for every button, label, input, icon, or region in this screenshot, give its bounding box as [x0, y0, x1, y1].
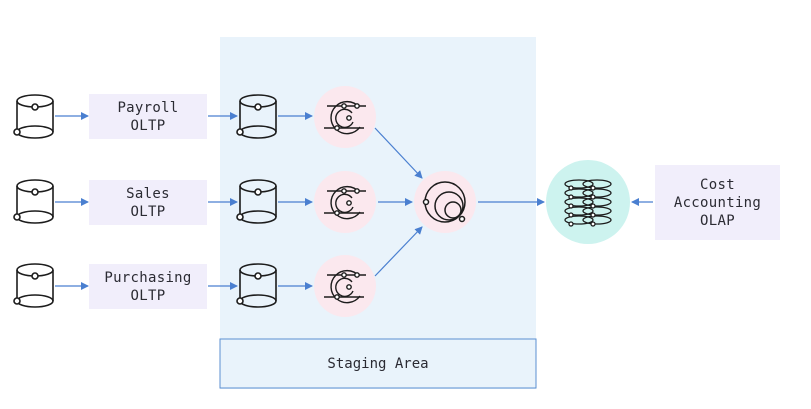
purchasing-oltp-box [89, 264, 207, 309]
source-label-line2: OLTP [130, 287, 166, 304]
transform-icon [324, 269, 366, 304]
database-icon [13, 94, 54, 139]
target-label-line1: Cost [700, 176, 735, 193]
database-icon [236, 179, 277, 224]
database-icon [236, 94, 277, 139]
cost-accounting-olap-label: Cost Accounting OLAP [655, 165, 780, 240]
staging-area-label: Staging Area [327, 355, 429, 372]
sales-oltp-label: Sales OLTP [89, 180, 207, 225]
flow-arrow [374, 127, 423, 179]
database-icon [13, 263, 54, 308]
staging-area-label-box [219, 338, 537, 389]
purchasing-oltp-label: Purchasing OLTP [89, 264, 207, 309]
merge-icon [422, 181, 466, 223]
database-icon [13, 179, 54, 224]
transform-icon [324, 100, 366, 135]
transform-circle [314, 171, 376, 233]
data-warehouse-icon [564, 179, 612, 227]
transform-circle [314, 255, 376, 317]
payroll-oltp-box [89, 94, 207, 139]
source-label-line2: OLTP [130, 117, 166, 134]
cost-accounting-olap-box [655, 165, 780, 240]
source-label-line1: Sales [126, 185, 170, 202]
database-icon [236, 263, 277, 308]
staging-area-panel [220, 37, 536, 389]
transform-icon [324, 185, 366, 220]
warehouse-circle [546, 160, 630, 244]
source-label-line2: OLTP [130, 203, 166, 220]
target-label-line3: OLAP [700, 212, 735, 229]
target-label-line2: Accounting [673, 194, 762, 211]
transform-circle [314, 86, 376, 148]
sales-oltp-box [89, 180, 207, 225]
flow-arrow [374, 226, 423, 277]
payroll-oltp-label: Payroll OLTP [89, 94, 207, 139]
source-label-line1: Payroll [117, 99, 179, 116]
source-label-line1: Purchasing [104, 269, 192, 286]
